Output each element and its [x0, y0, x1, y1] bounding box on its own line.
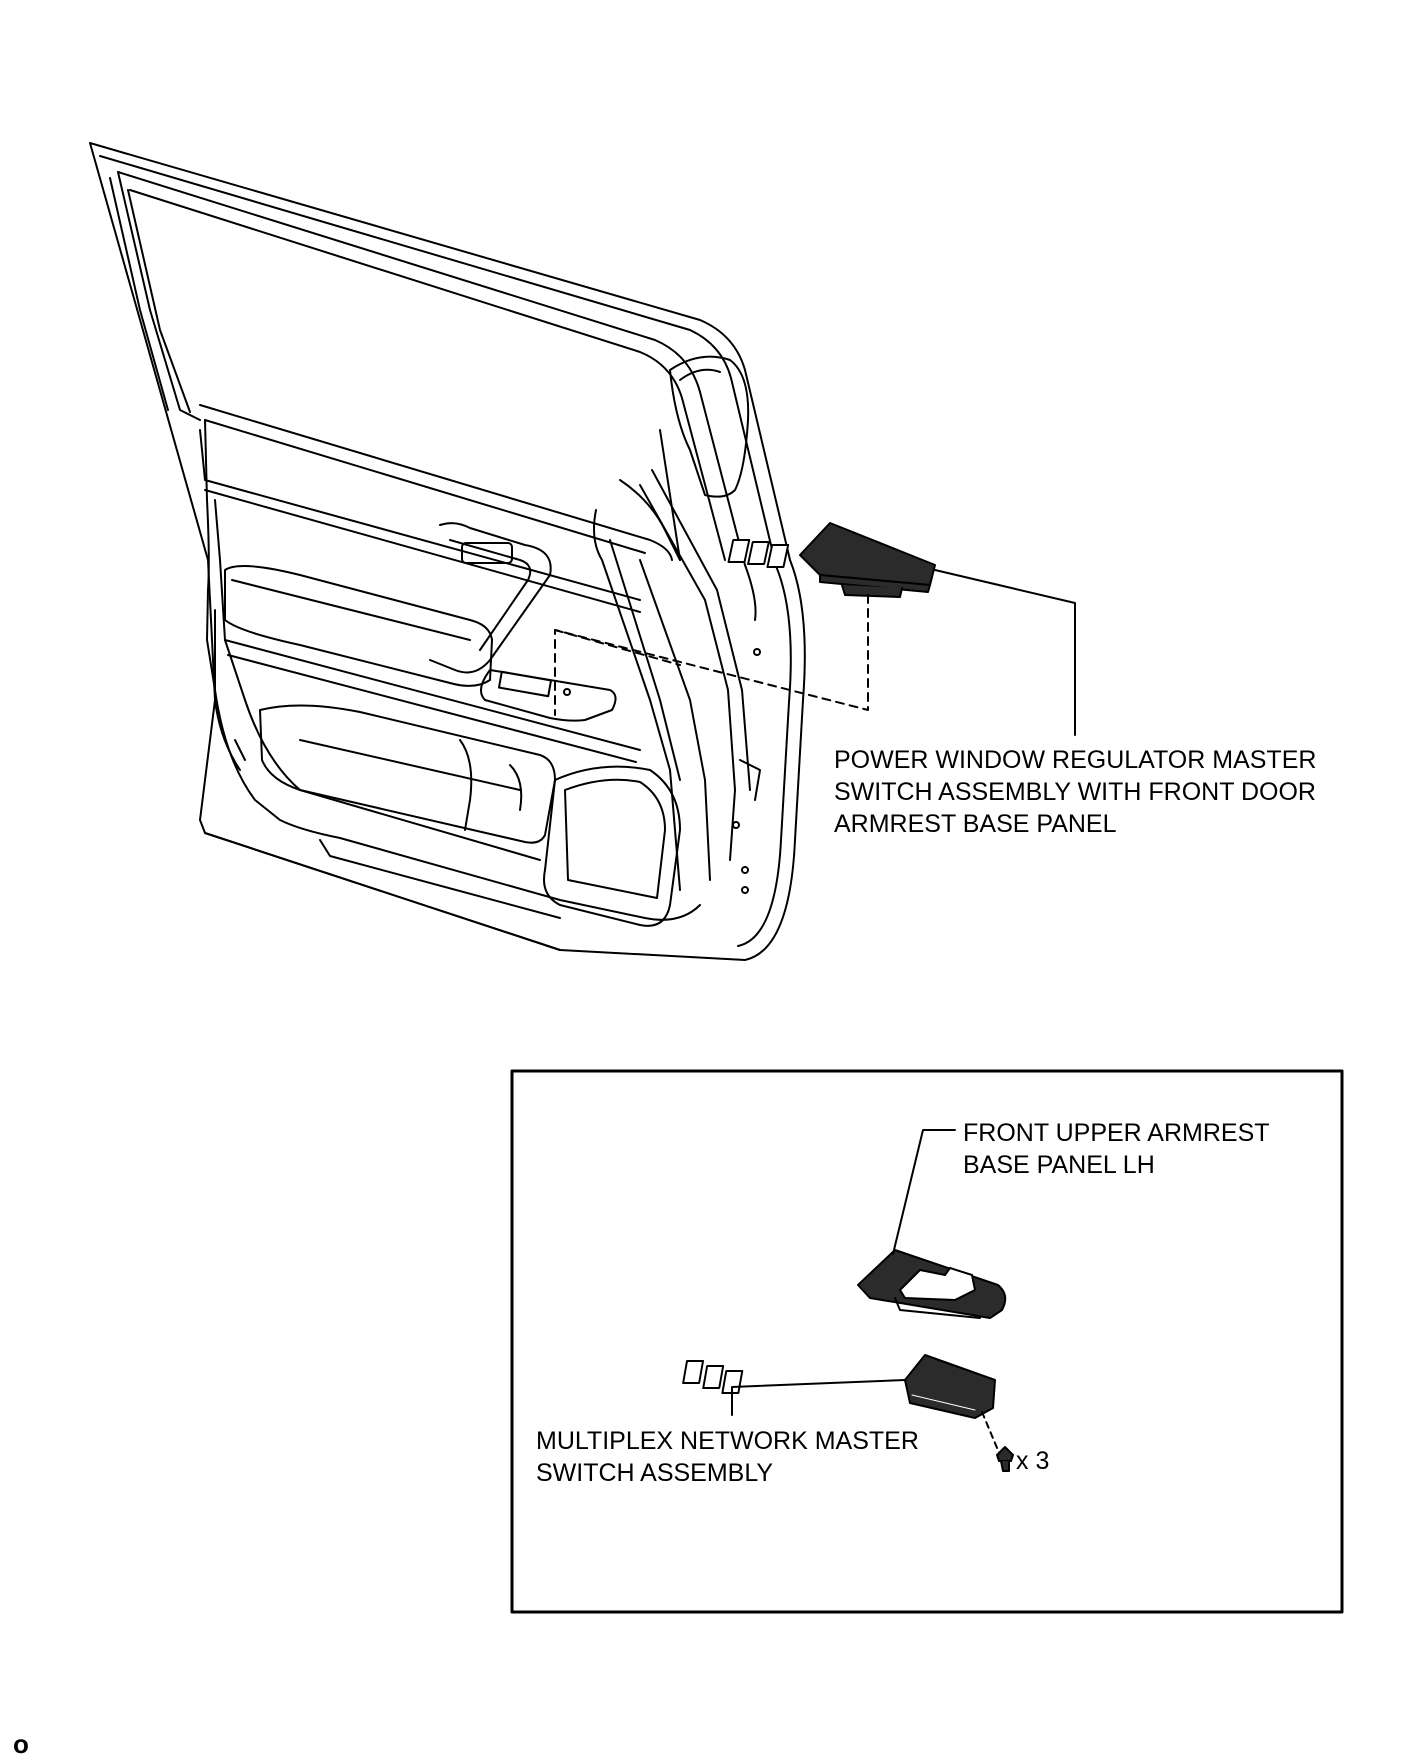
multiplex-switch-label: MULTIPLEX NETWORK MASTER SWITCH ASSEMBLY	[536, 1425, 919, 1489]
power-window-switch-label: POWER WINDOW REGULATOR MASTER SWITCH ASS…	[834, 744, 1316, 840]
upper-armrest-label-line2: BASE PANEL LH	[963, 1151, 1155, 1179]
detail-box	[510, 1069, 1344, 1614]
multiplex-switch-assembly-drawing	[682, 1354, 996, 1419]
screw-icon	[996, 1446, 1014, 1472]
figure-code: o	[13, 1729, 29, 1759]
power-window-label-line1: POWER WINDOW REGULATOR MASTER	[834, 746, 1317, 774]
multiplex-label-line2: SWITCH ASSEMBLY	[536, 1459, 774, 1487]
power-window-switch-assembly-drawing	[727, 522, 936, 598]
upper-armrest-label-line1: FRONT UPPER ARMREST	[963, 1119, 1270, 1147]
upper-armrest-label: FRONT UPPER ARMREST BASE PANEL LH	[963, 1117, 1270, 1181]
multiplex-label-line1: MULTIPLEX NETWORK MASTER	[536, 1427, 919, 1455]
power-window-leader-line	[934, 569, 1076, 736]
front-door-drawing	[89, 142, 806, 961]
power-window-label-line3: ARMREST BASE PANEL	[834, 810, 1117, 838]
multiplex-leader-line	[731, 1379, 906, 1416]
upper-armrest-leader-line	[892, 1129, 956, 1255]
front-upper-armrest-base-panel-drawing	[857, 1249, 1007, 1319]
screw-quantity-label: x 3	[1016, 1447, 1050, 1475]
installation-guide-lines	[554, 594, 869, 716]
screw-guide-line	[981, 1411, 1001, 1456]
power-window-label-line2: SWITCH ASSEMBLY WITH FRONT DOOR	[834, 778, 1316, 806]
